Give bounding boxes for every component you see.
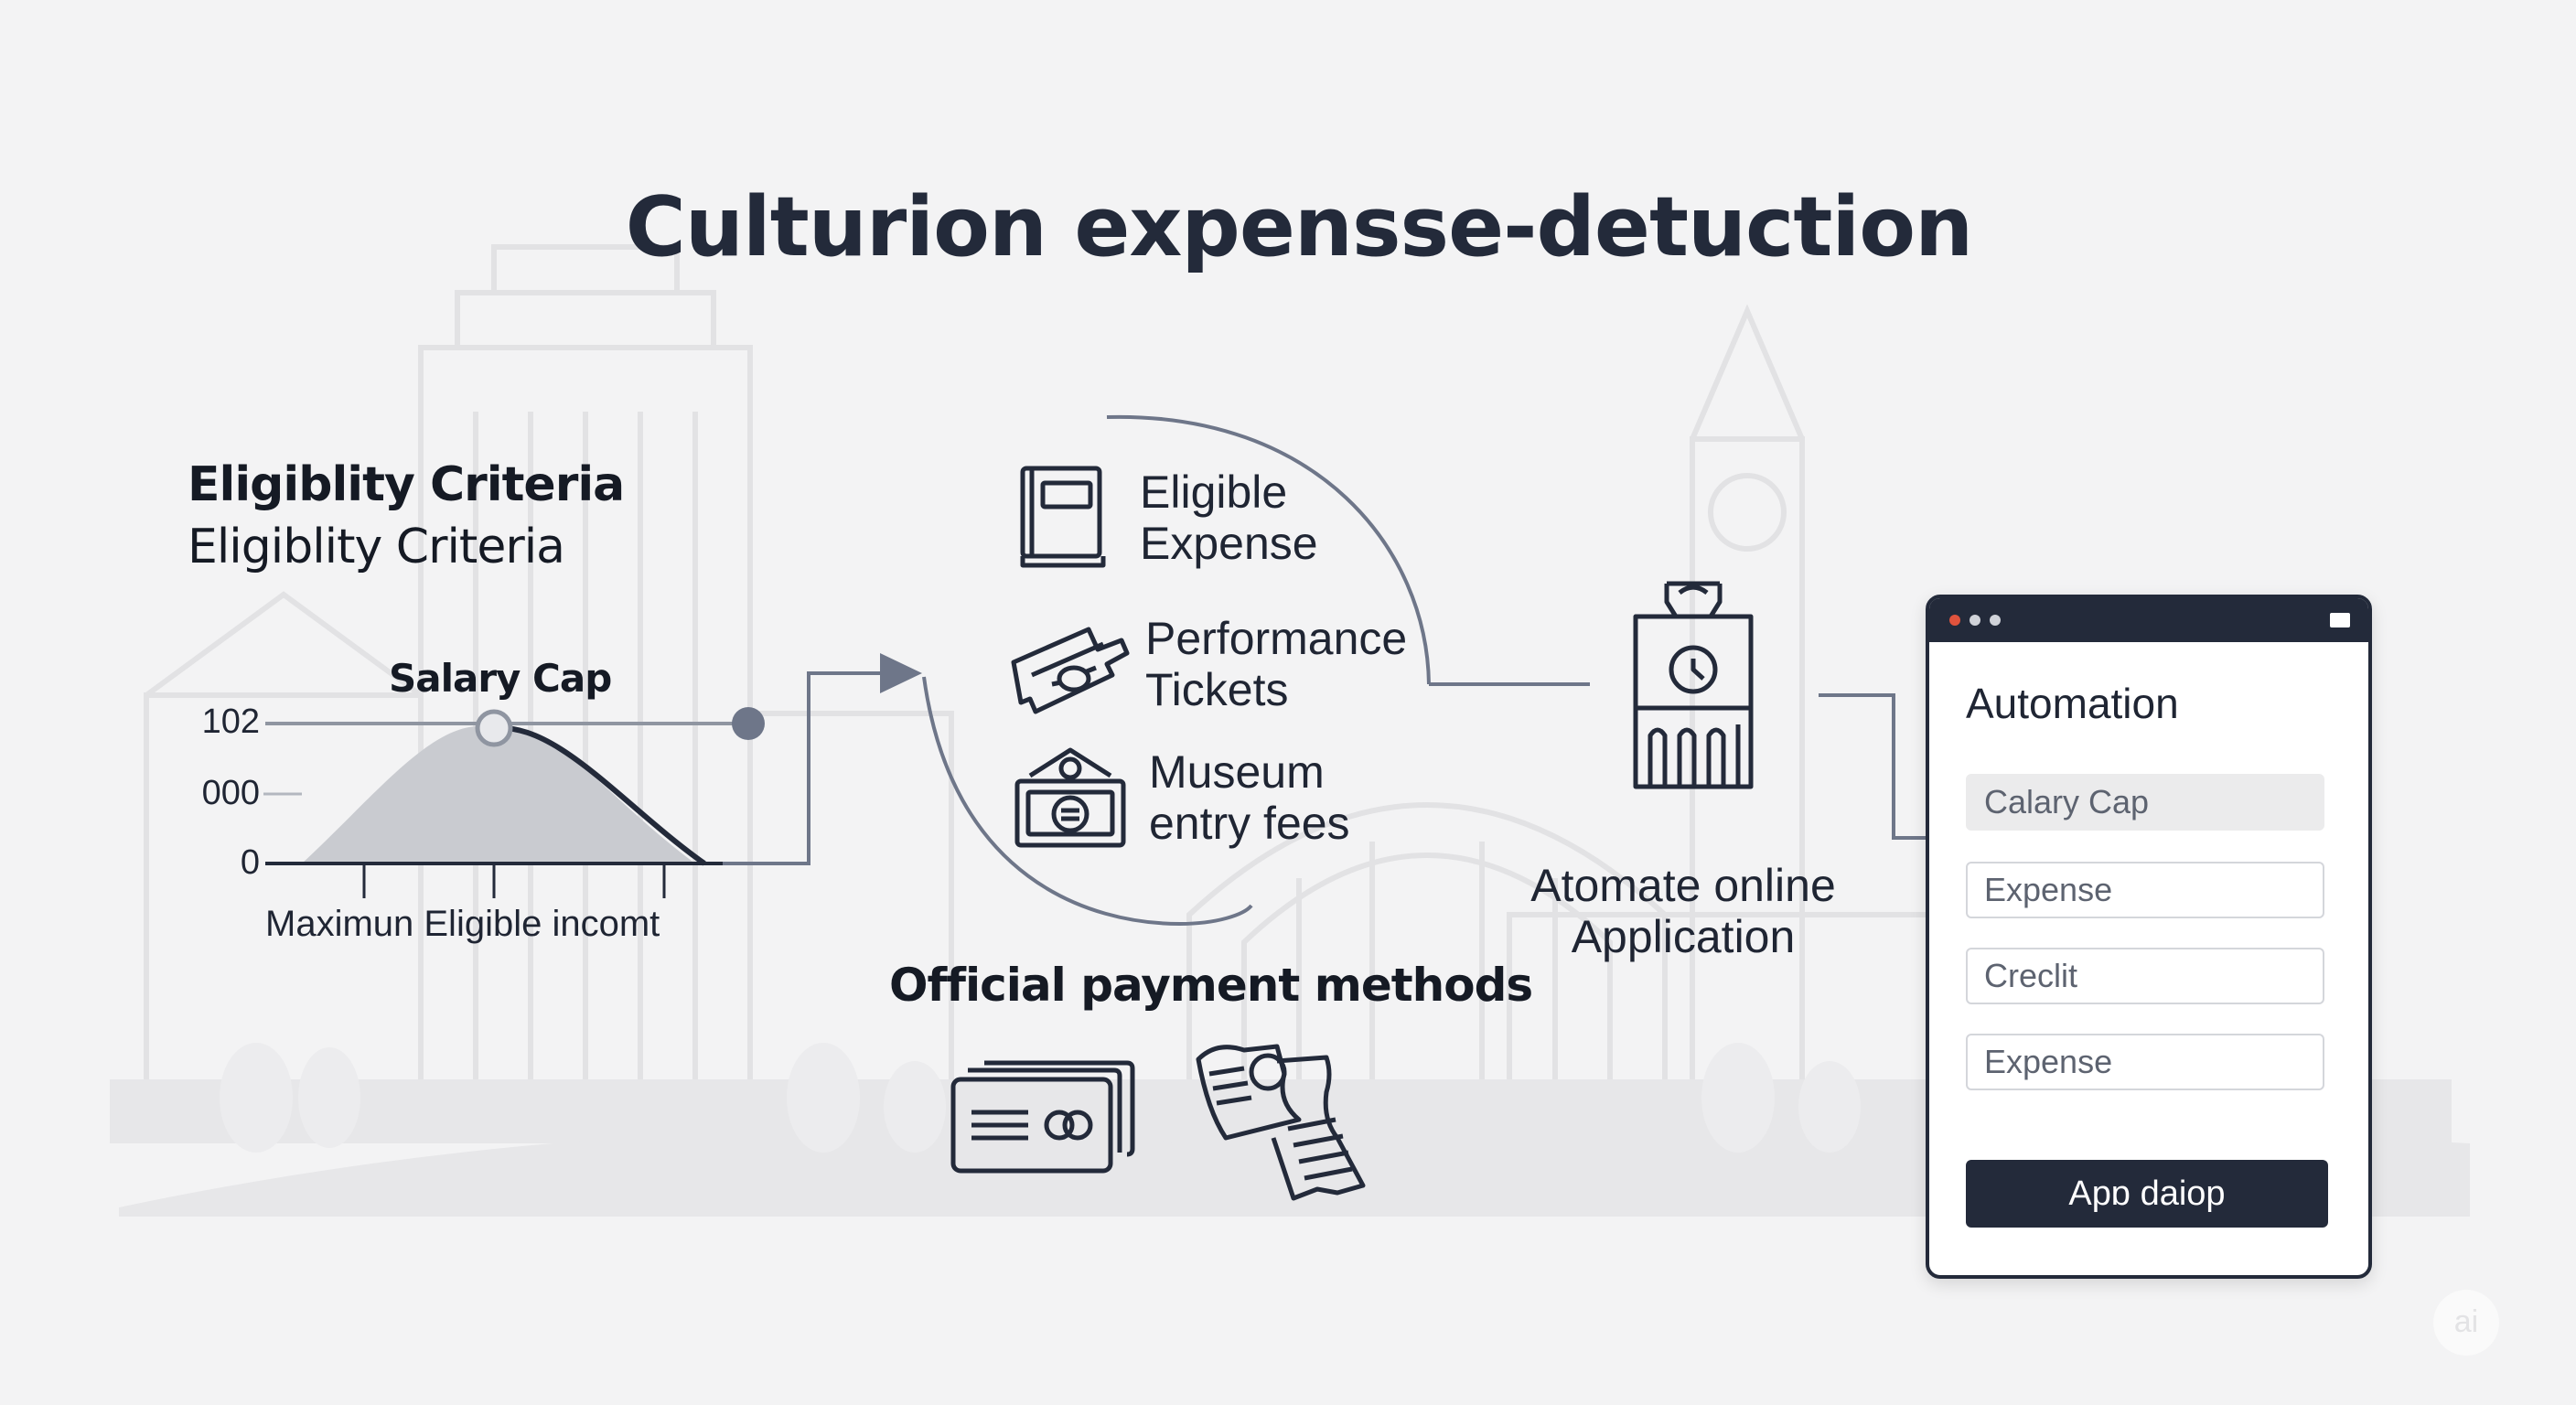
payment-methods-title: Official payment methods	[889, 959, 1533, 1012]
salary-cap-label: Salary Cap	[389, 656, 612, 701]
expense-field[interactable]: Expense	[1966, 862, 2324, 918]
expense-field-2[interactable]: Expense	[1966, 1034, 2324, 1090]
clock-tower-icon	[1633, 581, 1754, 789]
apply-button[interactable]: Apɒ daiop	[1966, 1160, 2328, 1228]
watermark-logo: ai	[2433, 1290, 2499, 1356]
cap-marker	[475, 709, 513, 747]
expense-arc	[922, 676, 1253, 927]
automation-app-window: Automation Calary Cap Expense Creclit Ex…	[1926, 595, 2372, 1279]
chart-connector	[723, 671, 886, 865]
slider-handle	[732, 707, 765, 740]
expense-arc-top	[1106, 414, 1431, 685]
connector-arrowhead	[880, 653, 922, 693]
x-axis-label: Maximun Eligible incomt	[265, 904, 660, 944]
y-tick-label: 000	[201, 774, 260, 812]
receipt-icon	[1196, 1044, 1366, 1201]
eligibility-heading: Eligiblity Criteria	[188, 457, 625, 512]
salary-cap-field[interactable]: Calary Cap	[1966, 774, 2324, 831]
tower-window-connector	[1819, 693, 1927, 840]
tickets-icon	[1011, 627, 1130, 714]
book-icon	[1020, 466, 1106, 568]
window-maximize-button[interactable]	[2330, 613, 2350, 627]
eligibility-subheading: Eligiblity Criteria	[188, 520, 565, 574]
page-title: Culturion expensse-detuction	[625, 179, 1973, 275]
credit-card-icon	[950, 1060, 1135, 1174]
credit-field[interactable]: Creclit	[1966, 948, 2324, 1004]
window-minimize-dot[interactable]	[1970, 615, 1980, 626]
curve-edge	[493, 724, 706, 866]
window-title-bar	[1929, 598, 2368, 642]
y-tick-label: 102	[201, 702, 260, 741]
y-tick-label: 0	[240, 843, 260, 882]
form-title: Automation	[1966, 680, 2179, 727]
window-close-dot[interactable]	[1949, 615, 1960, 626]
window-maximize-dot[interactable]	[1990, 615, 2001, 626]
curve-area	[302, 725, 695, 863]
museum-icon	[1014, 747, 1126, 848]
